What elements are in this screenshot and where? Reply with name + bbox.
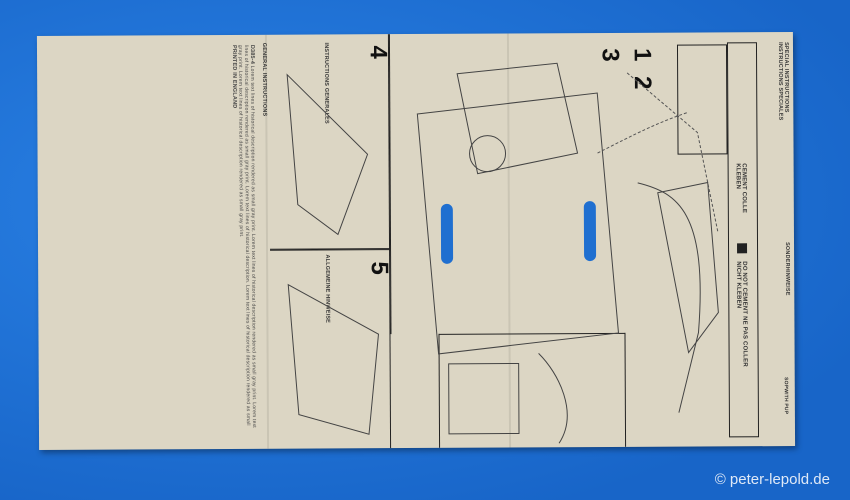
- assembly-drawings: [286, 62, 719, 444]
- copyright-watermark: © peter-lepold.de: [714, 471, 830, 488]
- instruction-sheet: D385-4 Lorem text lines of historical de…: [36, 32, 796, 450]
